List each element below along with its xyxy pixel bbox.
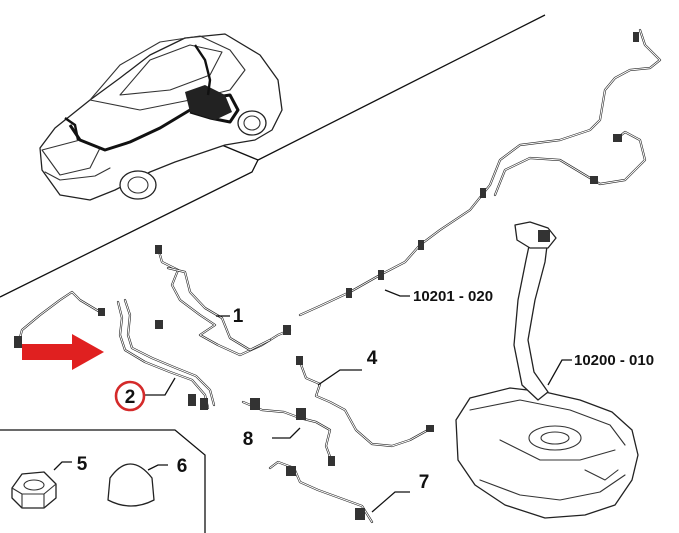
leader-lines [53, 289, 572, 513]
part-4-pipe [296, 356, 434, 448]
hex-nut-icon [11, 471, 57, 509]
label-ref-fuel-line: 10201 - 020 [413, 288, 493, 305]
red-arrow-icon [22, 334, 104, 370]
label-part-2: 2 [125, 387, 136, 408]
label-part-1: 1 [233, 306, 244, 327]
label-part-7: 7 [419, 472, 430, 493]
label-part-4: 4 [367, 348, 378, 369]
label-part-6: 6 [177, 456, 188, 477]
part-7-pipe [268, 460, 374, 524]
fuel-tank-icon [455, 221, 639, 519]
protective-cap-icon [107, 463, 155, 507]
part-8-pipe [241, 398, 335, 466]
label-part-8: 8 [243, 429, 254, 450]
highlight-circle [114, 380, 146, 412]
fuel-line-assembly [298, 28, 662, 317]
hardware-inset [0, 429, 206, 533]
fuel-pipe-left [14, 290, 105, 348]
car-outline-icon [39, 33, 283, 201]
label-part-5: 5 [77, 454, 88, 475]
part-2-pipe [116, 298, 216, 410]
label-ref-fuel-tank: 10200 - 010 [574, 352, 654, 369]
part-1-pipe [155, 245, 292, 357]
